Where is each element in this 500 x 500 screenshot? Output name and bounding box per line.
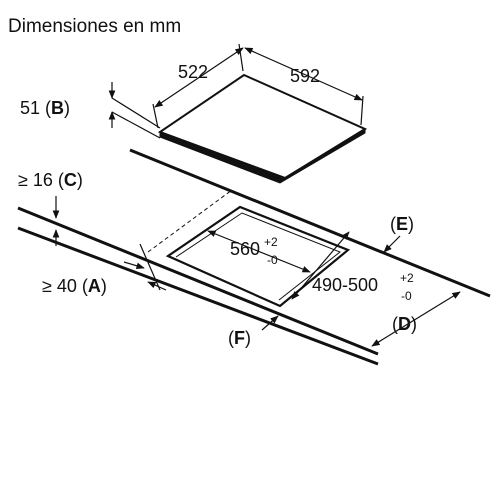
dimension-d bbox=[371, 291, 461, 347]
dimension-560-tol-minus: -0 bbox=[267, 253, 278, 267]
dimension-490-500-tol-minus: -0 bbox=[401, 289, 412, 303]
diagram-title: Dimensiones en mm bbox=[8, 16, 181, 37]
hob-appliance bbox=[157, 73, 368, 184]
hob-base bbox=[159, 128, 366, 184]
ref-d-label: (D) bbox=[392, 314, 417, 334]
ref-f-label: (F) bbox=[228, 328, 251, 348]
dimension-b bbox=[108, 82, 161, 139]
dimension-490-500 bbox=[291, 231, 350, 300]
ref-f-leader bbox=[261, 315, 279, 331]
dimension-c-label: ≥ 16 (C) bbox=[18, 170, 83, 190]
dimension-490-500-label: 490-500 bbox=[312, 275, 378, 295]
dimension-592 bbox=[244, 47, 364, 126]
dimension-a-label: ≥ 40 (A) bbox=[42, 276, 107, 296]
dimension-560-tol-plus: +2 bbox=[264, 235, 278, 249]
hob-top-surface bbox=[157, 73, 368, 180]
worktop bbox=[17, 148, 491, 366]
ref-e-leader bbox=[383, 235, 401, 253]
dimension-592-label: 592 bbox=[290, 66, 320, 86]
dimension-b-label: 51 (B) bbox=[20, 98, 70, 118]
dimension-522-label: 522 bbox=[178, 62, 208, 82]
dimension-a bbox=[123, 243, 167, 291]
dimension-522 bbox=[152, 43, 244, 129]
dimension-560-label: 560 bbox=[230, 239, 260, 259]
ref-e-label: (E) bbox=[390, 214, 414, 234]
dimension-490-500-tol-plus: +2 bbox=[400, 271, 414, 285]
